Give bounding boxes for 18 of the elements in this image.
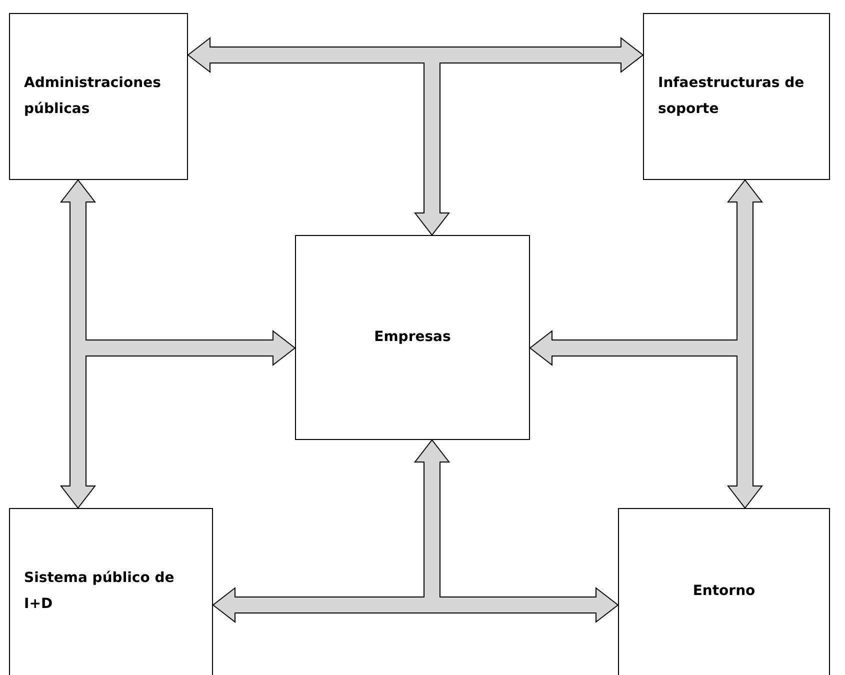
box-label: Infaestructuras de soporte <box>658 74 806 118</box>
double-block-arrow <box>187 36 644 74</box>
box-label: Entorno <box>692 582 756 601</box>
block-arrow <box>86 330 296 366</box>
double-block-arrow <box>60 179 96 509</box>
entity-box <box>618 508 830 675</box>
double-block-arrow <box>212 586 619 624</box>
box-label: Empresas <box>374 328 451 347</box>
entity-box <box>295 235 530 440</box>
entity-box <box>643 13 830 180</box>
entity-box <box>9 508 213 675</box>
box-label: Administraciones públicas <box>24 74 162 118</box>
double-block-arrow <box>726 179 764 509</box>
box-label: Sistema público de I+D <box>24 569 176 614</box>
block-arrow <box>414 62 450 236</box>
entity-box <box>9 13 188 180</box>
block-arrow <box>529 330 738 366</box>
block-arrow <box>414 439 450 598</box>
